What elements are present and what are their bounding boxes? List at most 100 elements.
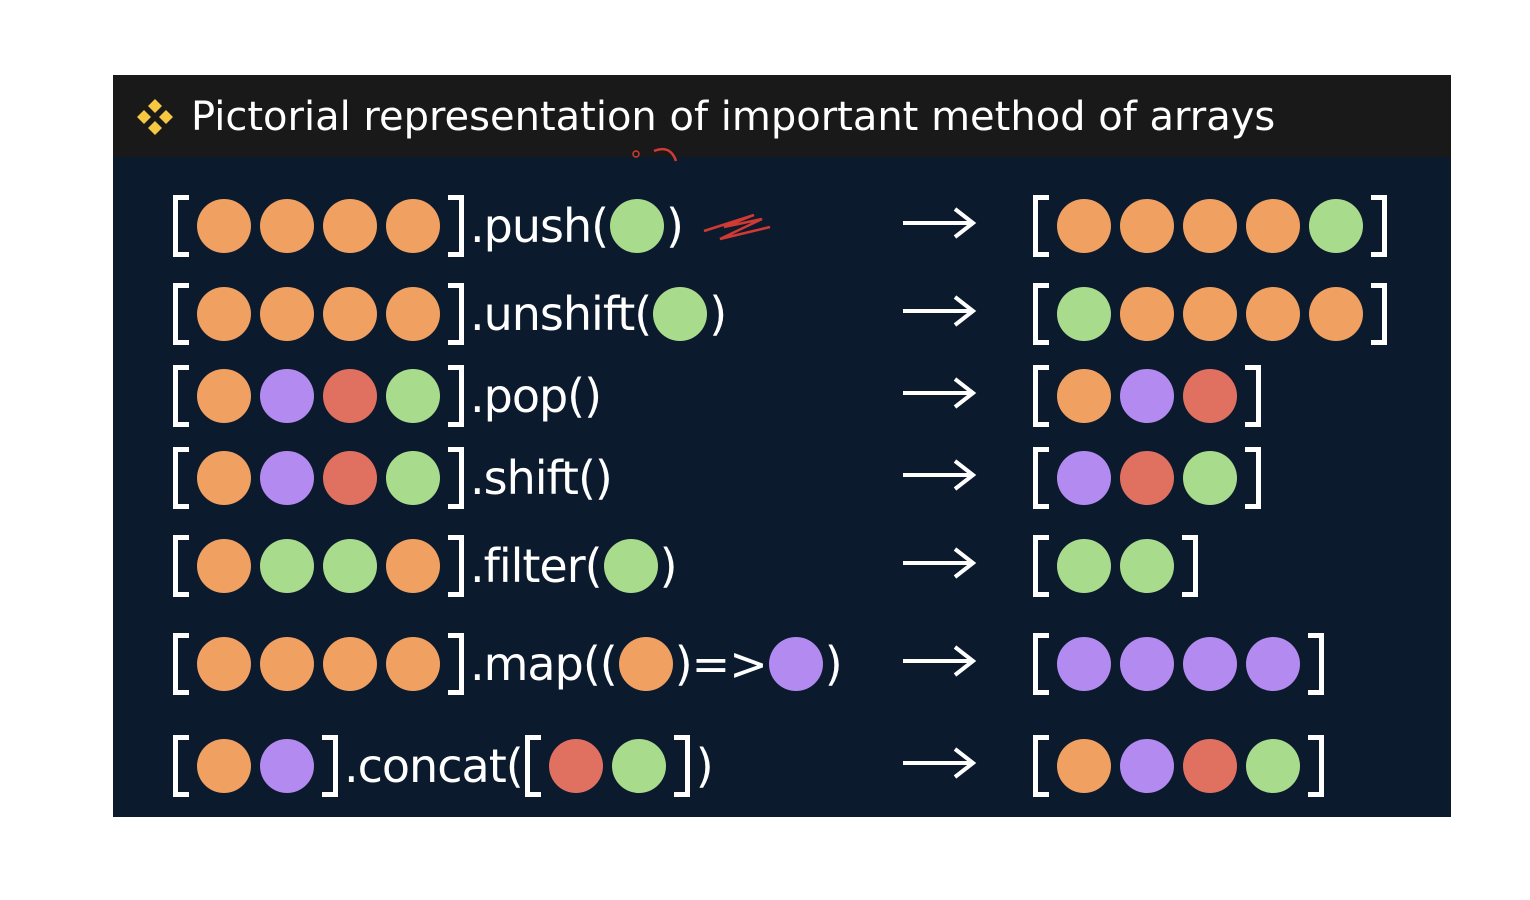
output-close-bracket bbox=[1308, 633, 1324, 695]
input-ball-orange bbox=[386, 637, 440, 691]
diamond-right bbox=[159, 110, 173, 124]
input-close-bracket bbox=[448, 633, 464, 695]
output-open-bracket bbox=[1033, 365, 1049, 427]
method-call-text: .shift() bbox=[470, 451, 613, 505]
output-ball-orange bbox=[1246, 199, 1300, 253]
method-row-shift: .shift() bbox=[113, 445, 1451, 515]
output-close-bracket bbox=[1245, 365, 1261, 427]
input-close-bracket bbox=[448, 283, 464, 345]
diamond-bottom bbox=[148, 121, 162, 135]
output-ball-green bbox=[1246, 739, 1300, 793]
output-ball-purple bbox=[1120, 637, 1174, 691]
output-close-bracket bbox=[1245, 447, 1261, 509]
input-open-bracket bbox=[173, 447, 189, 509]
method-call-text: ) bbox=[666, 199, 684, 253]
output-ball-orange bbox=[1120, 287, 1174, 341]
argument-ball-green bbox=[653, 287, 708, 341]
output-ball-green bbox=[1183, 451, 1237, 505]
output-ball-green bbox=[1057, 539, 1111, 593]
method-row-filter: .filter() bbox=[113, 533, 1451, 603]
input-ball-red bbox=[323, 451, 377, 505]
argument-array-ball-green bbox=[611, 739, 666, 793]
method-row-unshift: .unshift() bbox=[113, 281, 1451, 351]
right-arrow-icon bbox=[903, 645, 977, 677]
output-ball-red bbox=[1183, 369, 1237, 423]
output-open-bracket bbox=[1033, 633, 1049, 695]
output-ball-purple bbox=[1183, 637, 1237, 691]
output-ball-red bbox=[1183, 739, 1237, 793]
input-close-bracket bbox=[448, 365, 464, 427]
method-call-text: )=> bbox=[674, 637, 768, 691]
argument-ball-green bbox=[603, 539, 658, 593]
output-ball-red bbox=[1120, 451, 1174, 505]
right-arrow-icon bbox=[903, 747, 977, 779]
input-ball-orange bbox=[197, 739, 251, 793]
input-close-bracket bbox=[448, 195, 464, 257]
input-close-bracket bbox=[448, 447, 464, 509]
method-call-text: .push( bbox=[470, 199, 609, 253]
method-call-text: ) bbox=[824, 637, 843, 691]
input-close-bracket bbox=[448, 535, 464, 597]
output-ball-orange bbox=[1309, 287, 1363, 341]
arrow-stroke bbox=[903, 377, 977, 409]
input-ball-orange bbox=[197, 199, 251, 253]
argument-array-open-bracket bbox=[524, 735, 541, 797]
method-call-text: ) bbox=[709, 287, 727, 341]
method-row-concat: .concat() bbox=[113, 733, 1451, 803]
right-arrow-icon bbox=[903, 295, 977, 327]
input-ball-orange bbox=[197, 369, 251, 423]
method-call-text: .concat( bbox=[344, 739, 524, 793]
method-call-text: ) bbox=[695, 739, 714, 793]
input-ball-orange bbox=[323, 199, 377, 253]
output-ball-purple bbox=[1057, 637, 1111, 691]
input-ball-orange bbox=[197, 637, 251, 691]
argument-ball-green bbox=[610, 199, 665, 253]
arrow-stroke bbox=[903, 645, 977, 677]
output-ball-orange bbox=[1183, 287, 1237, 341]
method-row-pop: .pop() bbox=[113, 363, 1451, 433]
input-close-bracket bbox=[322, 735, 338, 797]
input-open-bracket bbox=[173, 535, 189, 597]
output-ball-orange bbox=[1183, 199, 1237, 253]
output-ball-orange bbox=[1120, 199, 1174, 253]
output-close-bracket bbox=[1371, 195, 1387, 257]
method-call-text: .unshift( bbox=[470, 287, 652, 341]
four-diamonds-icon bbox=[137, 99, 173, 135]
diamond-left bbox=[137, 110, 151, 124]
arrow-stroke bbox=[903, 207, 977, 239]
arrow-stroke bbox=[903, 459, 977, 491]
input-ball-orange bbox=[386, 539, 440, 593]
input-ball-orange bbox=[323, 637, 377, 691]
right-arrow-icon bbox=[903, 207, 977, 239]
method-call-text: .pop() bbox=[470, 369, 602, 423]
method-call-text: ) bbox=[659, 539, 678, 593]
output-open-bracket bbox=[1033, 447, 1049, 509]
input-open-bracket bbox=[173, 735, 189, 797]
arrow-stroke bbox=[903, 295, 977, 327]
input-ball-purple bbox=[260, 451, 314, 505]
input-open-bracket bbox=[173, 365, 189, 427]
input-ball-red bbox=[323, 369, 377, 423]
right-arrow-icon bbox=[903, 459, 977, 491]
right-arrow-icon bbox=[903, 547, 977, 579]
diamond-top bbox=[148, 99, 162, 113]
input-open-bracket bbox=[173, 283, 189, 345]
method-call-text: .map(( bbox=[470, 637, 618, 691]
input-open-bracket bbox=[173, 633, 189, 695]
input-ball-purple bbox=[260, 739, 314, 793]
input-ball-orange bbox=[260, 287, 314, 341]
title-bar: Pictorial representation of important me… bbox=[113, 75, 1451, 157]
output-open-bracket bbox=[1033, 735, 1049, 797]
output-ball-purple bbox=[1246, 637, 1300, 691]
output-ball-green bbox=[1120, 539, 1174, 593]
input-ball-orange bbox=[386, 287, 440, 341]
output-close-bracket bbox=[1182, 535, 1198, 597]
input-ball-green bbox=[260, 539, 314, 593]
output-open-bracket bbox=[1033, 535, 1049, 597]
input-ball-orange bbox=[323, 287, 377, 341]
argument-array-close-bracket bbox=[673, 735, 690, 797]
output-ball-purple bbox=[1120, 739, 1174, 793]
input-ball-purple bbox=[260, 369, 314, 423]
input-ball-orange bbox=[197, 539, 251, 593]
output-ball-green bbox=[1057, 287, 1111, 341]
